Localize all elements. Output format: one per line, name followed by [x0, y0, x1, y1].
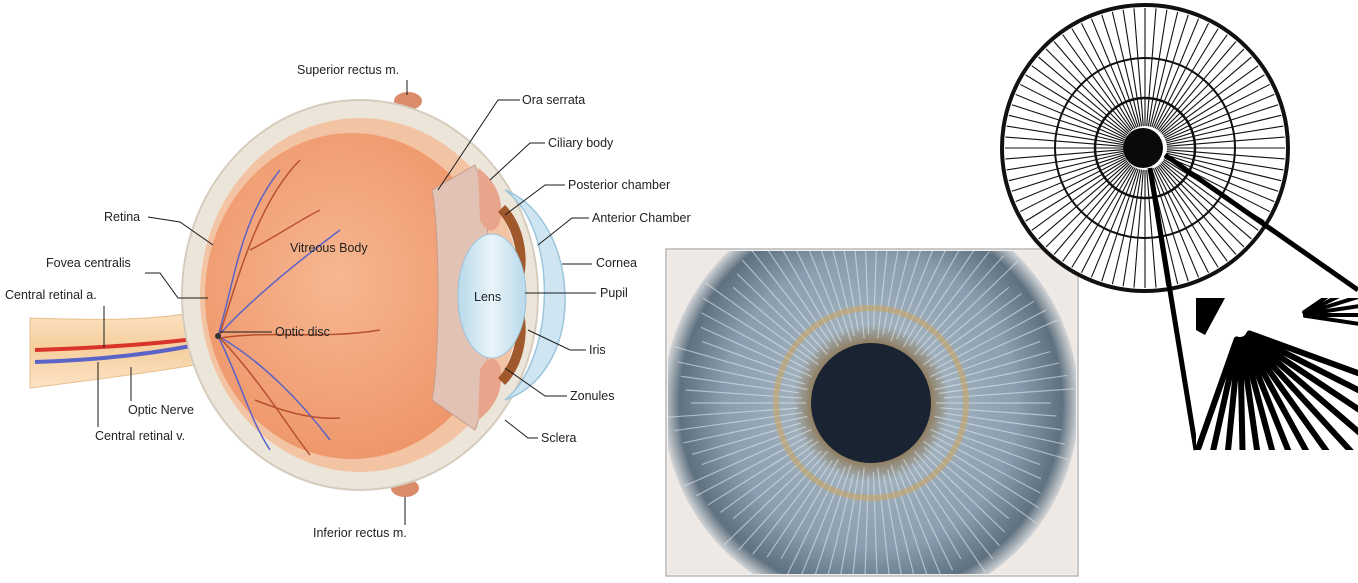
label-zonules: Zonules: [570, 389, 614, 403]
drawing-pupil: [1123, 128, 1163, 168]
label-vitreous-body: Vitreous Body: [290, 241, 368, 255]
eye-anatomy-diagram: Superior rectus m. Ora serrata Ciliary b…: [5, 63, 691, 540]
label-retina: Retina: [104, 210, 140, 224]
label-optic-nerve: Optic Nerve: [128, 403, 194, 417]
label-central-retinal-artery: Central retinal a.: [5, 288, 97, 302]
label-posterior-chamber: Posterior chamber: [568, 178, 670, 192]
label-pupil: Pupil: [600, 286, 628, 300]
iris-photo-pupil: [811, 343, 931, 463]
label-lens: Lens: [474, 290, 501, 304]
iris-line-drawing: [1002, 5, 1288, 291]
label-optic-disc: Optic disc: [275, 325, 330, 339]
label-fovea-centralis: Fovea centralis: [46, 256, 131, 270]
label-superior-rectus: Superior rectus m.: [297, 63, 399, 77]
label-iris: Iris: [589, 343, 606, 357]
label-sclera: Sclera: [541, 431, 576, 445]
label-central-retinal-vein: Central retinal v.: [95, 429, 185, 443]
label-ora-serrata: Ora serrata: [522, 93, 585, 107]
iris-photograph: [663, 195, 1079, 583]
label-ciliary-body: Ciliary body: [548, 136, 614, 150]
label-inferior-rectus: Inferior rectus m.: [313, 526, 407, 540]
label-cornea: Cornea: [596, 256, 637, 270]
optic-disc-marker: [215, 333, 221, 339]
label-anterior-chamber: Anterior Chamber: [592, 211, 691, 225]
